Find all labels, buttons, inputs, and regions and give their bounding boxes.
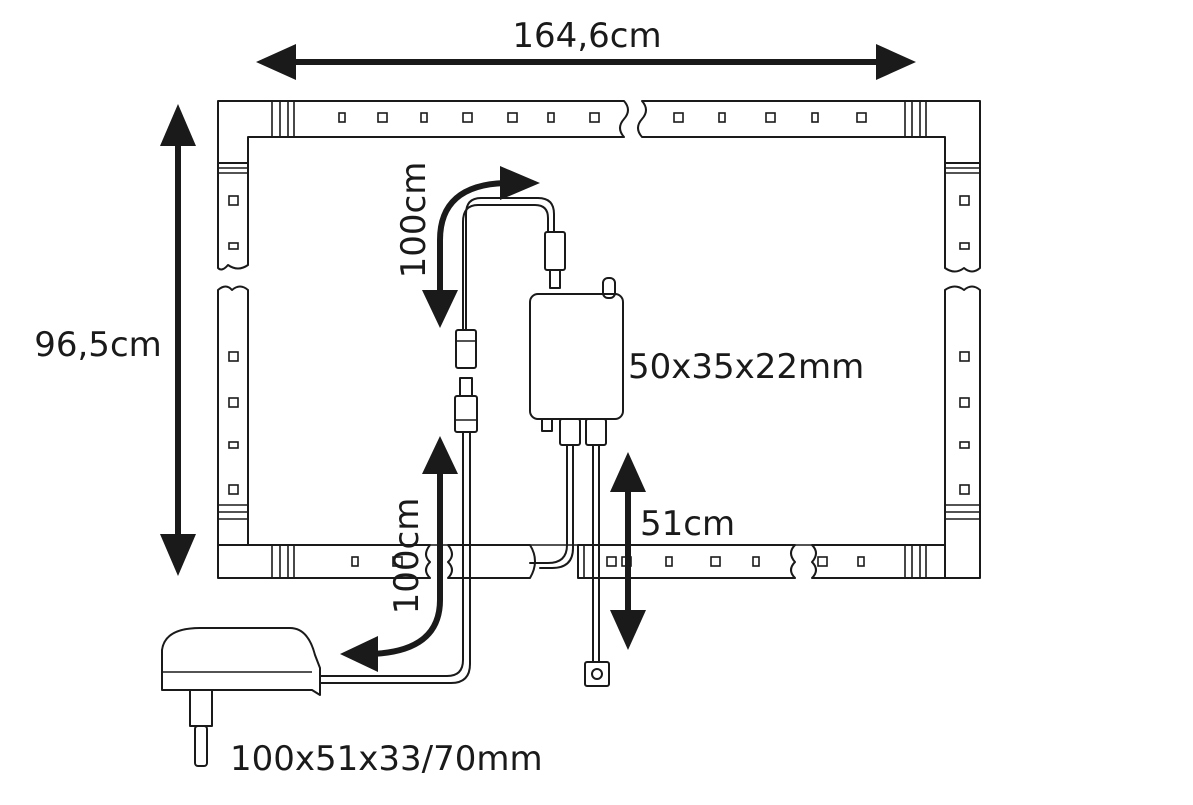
height-label: 96,5cm: [34, 325, 162, 365]
sensor-cable-label: 51cm: [640, 504, 735, 544]
controller-box: [529, 277, 624, 446]
adapter-size-label: 100x51x33/70mm: [230, 739, 543, 779]
cable-bottom-label: 100cm: [387, 498, 427, 615]
dimension-arrows: [160, 44, 916, 672]
width-label: 164,6cm: [512, 16, 661, 56]
controller-size-label: 50x35x22mm: [628, 347, 864, 387]
cables: [319, 197, 600, 684]
led-strip-frame: [217, 100, 981, 579]
power-adapter: [161, 627, 321, 767]
sensor: [584, 661, 610, 687]
cable-top-label: 100cm: [394, 162, 434, 279]
